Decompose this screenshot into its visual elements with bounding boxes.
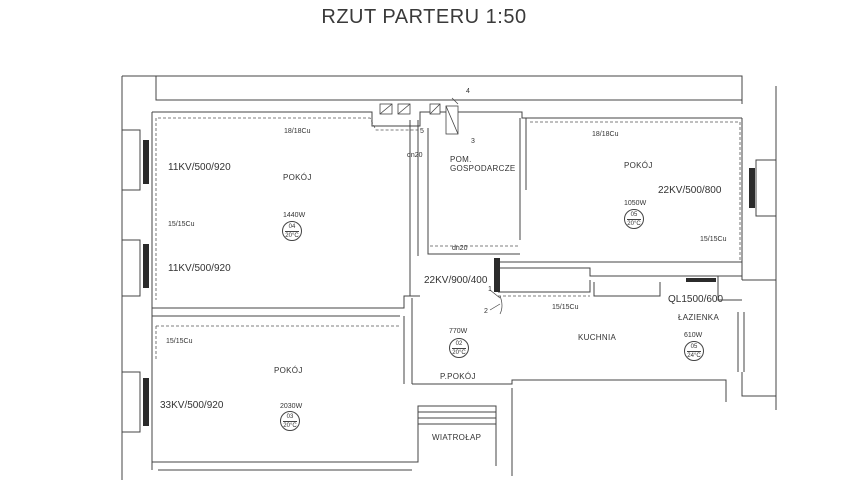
radiator-label-2: 11KV/500/920 — [168, 263, 231, 274]
room-label-wiatrolap: WIATROŁAP — [432, 433, 482, 442]
pipe-label-1: 18/18Cu — [284, 128, 311, 135]
marker-2: 2 — [484, 308, 488, 315]
radiator-label-4: 22KV/900/400 — [424, 275, 488, 286]
room-badge-05a: 05 20°C — [624, 209, 644, 229]
pipe-label-2: 18/18Cu — [592, 131, 619, 138]
pipe-label-4: 15/15Cu — [700, 236, 727, 243]
room-badge-03: 03 20°C — [280, 411, 300, 431]
heating-pipes — [155, 117, 741, 360]
room-badge-04: 04 20°C — [282, 221, 302, 241]
radiator-label-6: 33KV/500/920 — [160, 400, 224, 411]
walls — [121, 75, 777, 480]
page-title: RZUT PARTERU 1:50 — [321, 6, 527, 28]
radiator-label-5: QL1500/600 — [668, 294, 724, 305]
room-label-pokoj-ne: POKÓJ — [624, 161, 653, 170]
power-label-room02: 770W — [449, 328, 468, 335]
room-label-kuchnia: KUCHNIA — [578, 333, 617, 342]
power-label-room04: 1440W — [283, 212, 306, 219]
radiator-label-3: 22KV/500/800 — [658, 185, 722, 196]
marker-5: 5 — [420, 128, 424, 135]
room-label-gospodarcze: GOSPODARCZE — [450, 164, 516, 173]
manifold-boxes — [379, 103, 459, 135]
room-label-p-pokoj: P.POKÓJ — [440, 372, 476, 381]
room-label-pom: POM. — [450, 155, 472, 164]
room-label-pokoj-nw: POKÓJ — [283, 173, 312, 182]
pipe-label-dn-mid: dn20 — [452, 245, 468, 252]
power-label-room05a: 1050W — [624, 200, 647, 207]
room-label-pokoj-sw: POKÓJ — [274, 366, 303, 375]
radiators — [143, 140, 755, 426]
pipe-label-dn-top: dn20 — [407, 152, 423, 159]
pipe-label-3: 15/15Cu — [168, 221, 195, 228]
power-label-room03: 2030W — [280, 403, 303, 410]
power-label-room05b: 610W — [684, 332, 703, 339]
marker-4: 4 — [466, 88, 470, 95]
room-label-lazienka: ŁAZIENKA — [678, 313, 720, 322]
room-badge-02: 02 20°C — [449, 338, 469, 358]
pipe-label-5: 15/15Cu — [552, 304, 579, 311]
pipe-label-6: 15/15Cu — [166, 338, 193, 345]
room-badge-05b: 05 24°C — [684, 341, 704, 361]
radiator-label-1: 11KV/500/920 — [168, 162, 231, 173]
marker-1: 1 — [488, 286, 492, 293]
marker-3: 3 — [471, 138, 475, 145]
